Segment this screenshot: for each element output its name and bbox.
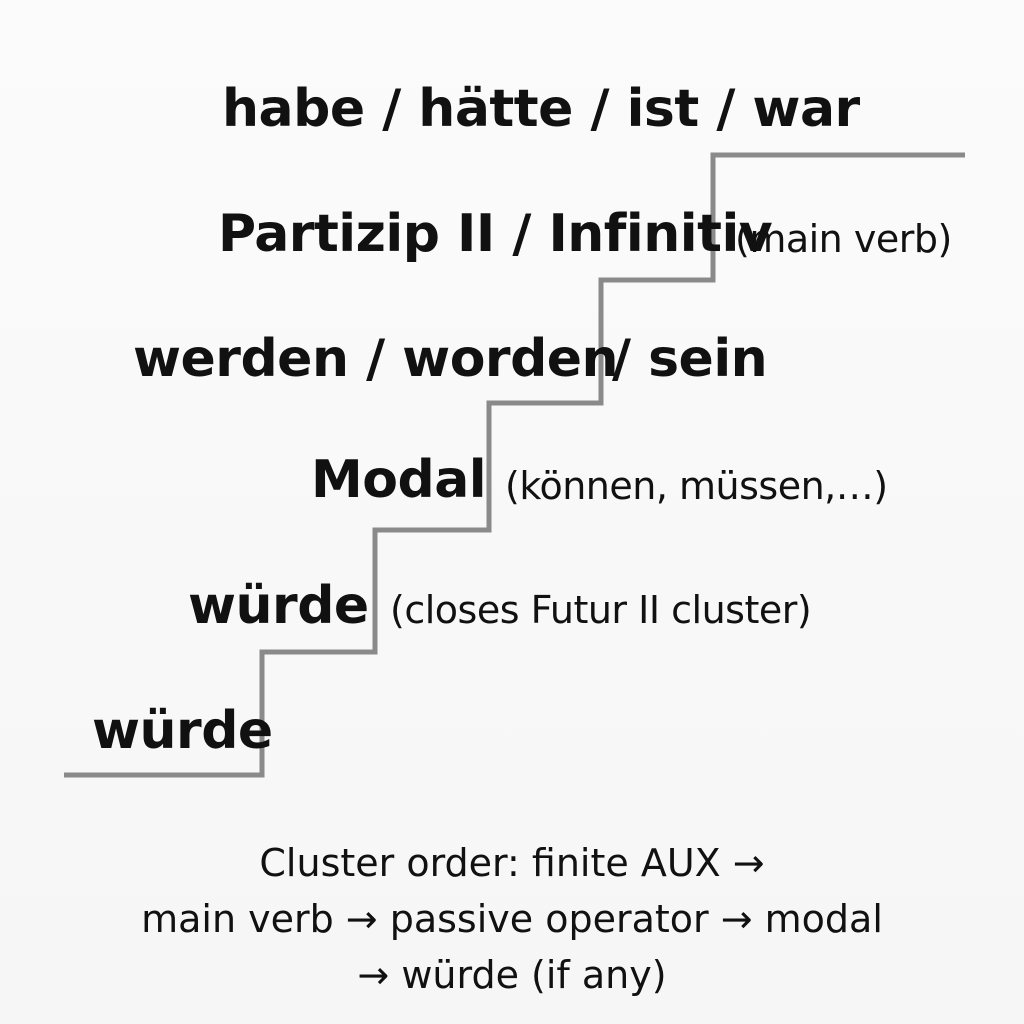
- caption-line-1: Cluster order: finite AUX →: [259, 841, 765, 885]
- step-modal-label: Modal: [311, 450, 487, 510]
- step-passive-label: werden / worden: [133, 329, 619, 389]
- caption-line-2: main verb → passive operator → modal: [141, 897, 883, 941]
- step-bottom-label: würde: [92, 701, 273, 761]
- caption-line-3: → würde (if any): [357, 953, 667, 997]
- step-top-label: habe / hätte / ist / war: [222, 79, 860, 139]
- step-wuerde-note: (closes Futur II cluster): [390, 588, 812, 632]
- step-main-verb-label: Partizip II / Infinitiv: [218, 204, 773, 264]
- cluster-order-caption: Cluster order: finite AUX → main verb → …: [0, 835, 1024, 1003]
- step-main-verb-note: (main verb): [735, 217, 952, 261]
- step-modal-note: (können, müssen,…): [505, 464, 888, 508]
- step-wuerde-label: würde: [188, 576, 369, 636]
- step-passive-tail-label: / sein: [612, 329, 768, 389]
